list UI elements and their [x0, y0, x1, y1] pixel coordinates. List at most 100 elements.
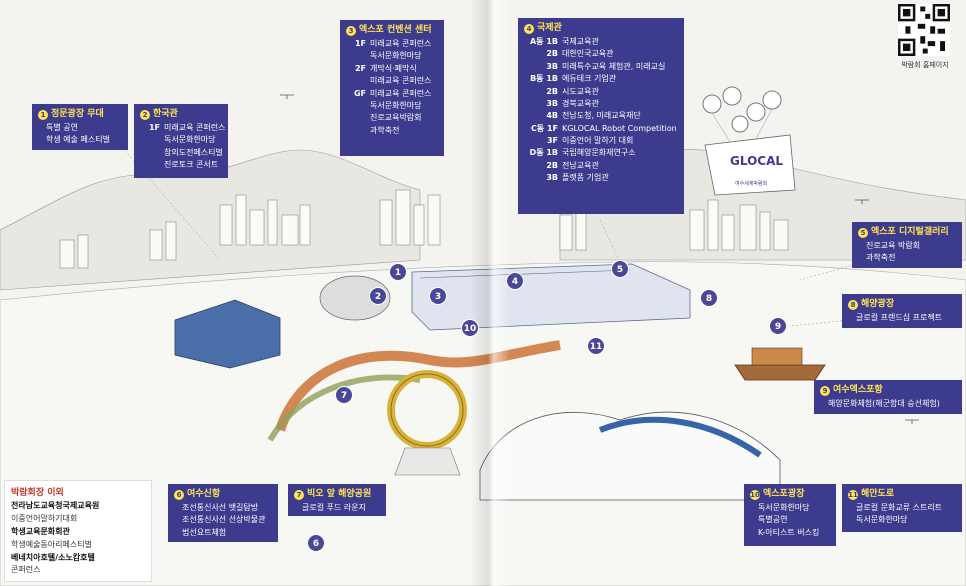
venue-event: 이중언어말하기대회: [11, 514, 78, 524]
zone-item: 플랫폼 기업관: [562, 173, 609, 183]
zone-item: 조선통신사선 뱃길탐방: [182, 502, 259, 512]
map-marker-11[interactable]: 11: [587, 337, 605, 355]
zone-number: 5: [858, 227, 868, 238]
map-marker-3[interactable]: 3: [429, 287, 447, 305]
floor-label: 3B: [546, 173, 558, 183]
zone-item: 독서문화한마당: [164, 135, 216, 145]
zone-item: 독서문화한마당: [370, 51, 422, 61]
zone-title: 해안도로: [861, 489, 895, 499]
floor-row: 2B 전남교육관: [524, 160, 678, 172]
floor-label: [346, 112, 366, 124]
other-venues-title: 박람회장 이외: [11, 488, 64, 498]
qr-code[interactable]: [898, 4, 950, 56]
zone-item: 에듀테크 기업관: [562, 74, 617, 84]
zone-number: 3: [346, 25, 356, 36]
floor-row: 과학축전: [346, 125, 438, 137]
zone-title: 빅오 앞 해양공원: [307, 489, 372, 499]
ship: [734, 364, 826, 381]
venue-name: 학생교육문화회관: [11, 526, 70, 536]
map-marker-4[interactable]: 4: [506, 272, 524, 290]
zone-item: KGLOCAL Robot Competition: [562, 123, 677, 133]
balloons: [702, 86, 796, 196]
zone-item: 진로토크 콘서트: [164, 160, 219, 170]
floor-label: B동 1B: [530, 74, 558, 84]
map-marker-10[interactable]: 10: [461, 319, 479, 337]
zone-title: 해양광장: [861, 299, 895, 309]
zone-title: 엑스포 컨벤션 센터: [359, 25, 432, 35]
floor-label: GF: [353, 88, 366, 98]
zone-title: 엑스포광장: [763, 489, 805, 499]
zone-item: 과학축전: [370, 125, 400, 135]
floor-label: A동 1B: [529, 36, 558, 46]
zone-title: 여수엑스포항: [833, 385, 883, 395]
international-hall: [411, 263, 691, 331]
zone-number: 2: [140, 109, 150, 120]
zone-number: 6: [174, 489, 184, 500]
zone-title: 한국관: [153, 109, 178, 119]
zone-item: K-아티스트 버스킹: [758, 527, 820, 537]
map-marker-9[interactable]: 9: [769, 317, 787, 335]
zone-title: 정문광장 무대: [51, 109, 104, 119]
zone-item: 특별공연: [758, 515, 788, 525]
zone-item: 과학축전: [866, 253, 896, 263]
floor-label: [346, 100, 366, 112]
floor-row: 미래교육 콘퍼런스: [346, 75, 438, 87]
zone-item: 미래교육 콘퍼런스: [370, 76, 432, 86]
floor-label: 3B: [546, 61, 558, 71]
floor-row: A동 1B 국제교육관: [524, 36, 678, 48]
venue-event: 콘퍼런스: [11, 565, 41, 575]
zone-item: 학생 예술 페스티벌: [46, 135, 110, 145]
zone-item: 진로교육박람회: [370, 113, 422, 123]
zone-item: 독서문화한마당: [856, 515, 908, 525]
zone-item: 글로컬 프렌드십 프로젝트: [856, 312, 943, 322]
zone-number: 4: [524, 23, 534, 34]
map-marker-6[interactable]: 6: [307, 534, 325, 552]
map-marker-2[interactable]: 2: [369, 287, 387, 305]
venue-event: 학생예술동아리페스티벌: [11, 539, 92, 549]
floor-label: 2B: [546, 160, 558, 170]
qr-label: 박람회 홈페이지: [901, 61, 949, 69]
floor-label: 3F: [546, 136, 558, 146]
zone-item: 전남교육관: [562, 160, 599, 170]
zone-item: 전남도청, 미래교육재단: [562, 111, 641, 121]
zone-item: 조선통신사선 선상박물관: [182, 515, 266, 525]
floor-label: [346, 75, 366, 87]
balloon-banner-sub: 여수세계박람회: [735, 180, 767, 187]
zone-number: 1: [38, 109, 48, 120]
zone-item: 글로컬 푸드 라운지: [302, 502, 366, 512]
zone-item: 미래교육 콘퍼런스: [370, 88, 432, 98]
zone-item: 해양문화체험(해군함대 승선체험): [828, 398, 940, 408]
blue-building: [174, 299, 281, 369]
zone-number: 7: [294, 489, 304, 500]
zone-item: 대한민국교육관: [562, 49, 614, 59]
map-marker-7[interactable]: 7: [335, 386, 353, 404]
map-marker-5[interactable]: 5: [611, 260, 629, 278]
floor-row: B동 1B 에듀테크 기업관: [524, 73, 678, 85]
zone-item: 독서문화한마당: [758, 502, 810, 512]
zone-item: 독서문화한마당: [370, 100, 422, 110]
zone-item: 진로교육 박람회: [866, 240, 921, 250]
venue-name: 전라남도교육청국제교육원: [11, 501, 100, 511]
venue-name: 베네치아호텔/소노캄호텔: [11, 552, 95, 562]
city-buildings: [59, 189, 789, 269]
zone-title: 국제관: [537, 23, 562, 33]
floor-row: 3B 플랫폼 기업관: [524, 172, 678, 184]
zone-item: 미래특수교육 체험관, 미래교실: [562, 61, 666, 71]
zone-item: 국제교육관: [562, 36, 599, 46]
zone-item: 범선요트체험: [182, 527, 227, 537]
map-marker-1[interactable]: 1: [389, 263, 407, 281]
zone-number: 11: [848, 489, 858, 500]
zone-title: 여수신항: [187, 489, 221, 499]
map-marker-8[interactable]: 8: [700, 289, 718, 307]
zone-item: 개막식·폐막식: [370, 63, 417, 73]
